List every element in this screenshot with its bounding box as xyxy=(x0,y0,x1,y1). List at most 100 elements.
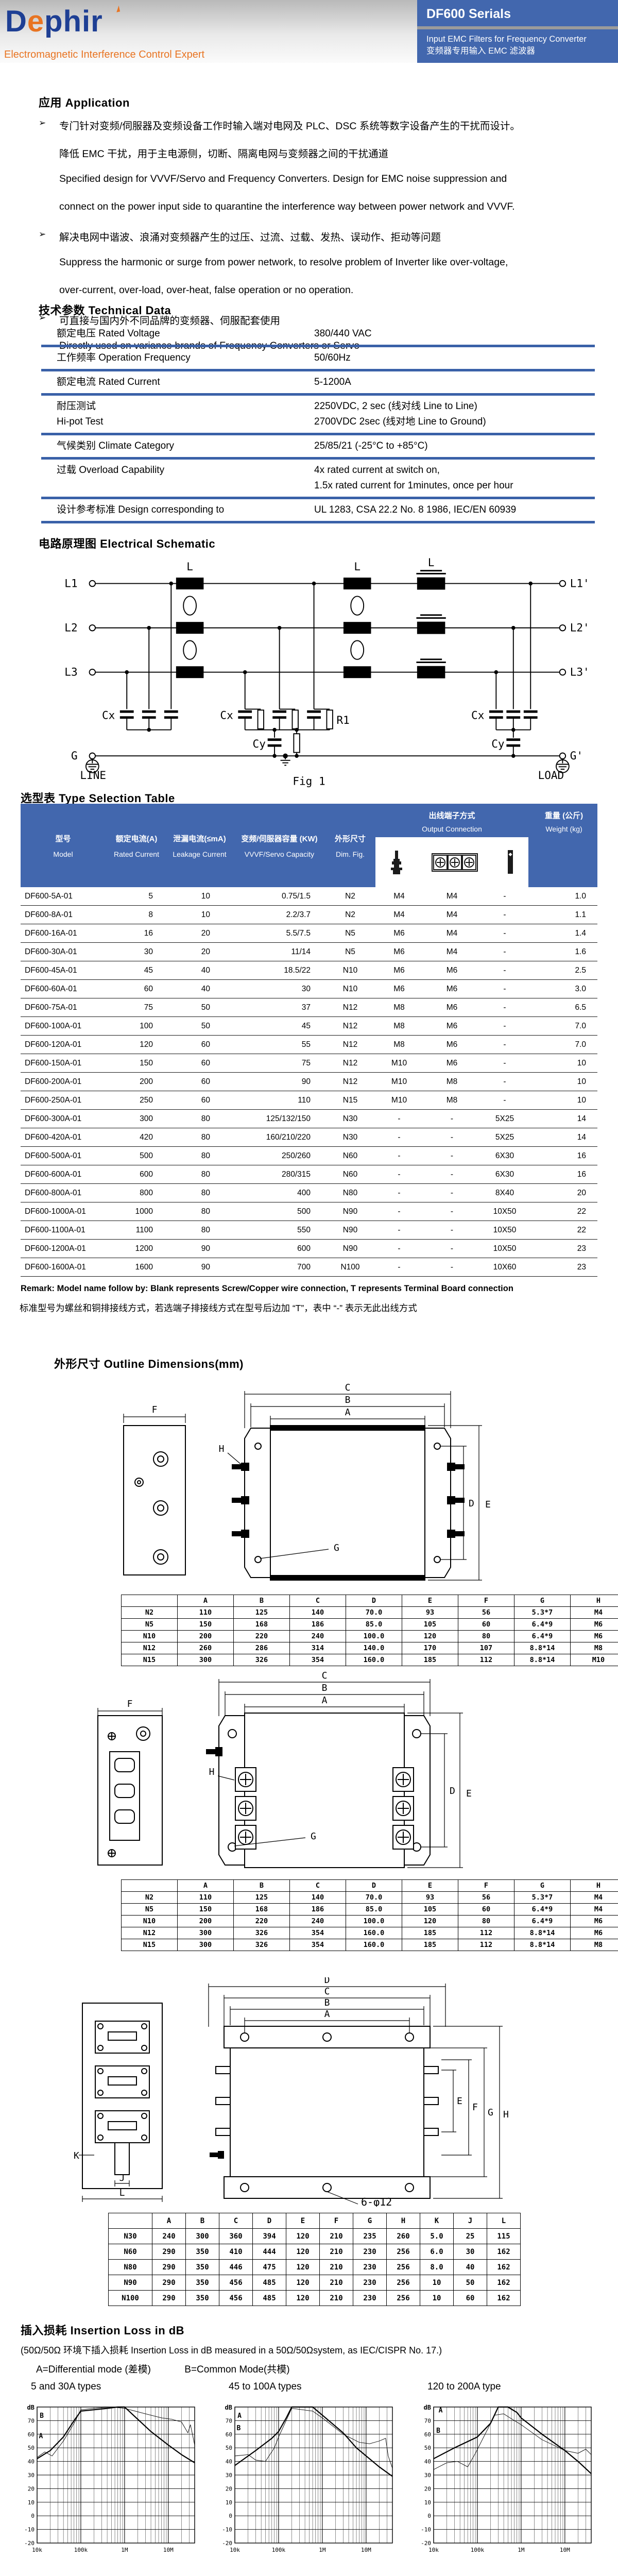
cell: 162 xyxy=(487,2275,521,2291)
cell: M8 xyxy=(570,1939,618,1951)
table-row: DF600-300A-01 300 80 125/132/150 N30 - -… xyxy=(21,1109,597,1128)
cell-oc-3: - xyxy=(479,998,530,1017)
cx-cy-group-middle xyxy=(238,583,333,756)
cell-capacity: 110 xyxy=(232,1091,327,1110)
cell-dim-fig: N2 xyxy=(327,905,373,924)
schematic-labels: L1 L2 L3 G L1' L2' L3' G' L L L Cx Cx Cx… xyxy=(64,556,589,788)
cell-capacity: 550 xyxy=(232,1221,327,1240)
cell: 5.3*7 xyxy=(514,1606,571,1619)
cell: M4 xyxy=(570,1903,618,1916)
col-header: H xyxy=(570,1595,618,1607)
cell: 300 xyxy=(185,2228,219,2244)
app-text: Suppress the harmonic or surge from powe… xyxy=(59,257,508,268)
cell: 105 xyxy=(402,1903,458,1916)
cell-oc-1: - xyxy=(373,1221,425,1240)
cell: 6.4*9 xyxy=(514,1618,571,1631)
cell-oc-2: M4 xyxy=(425,887,479,906)
cell: 8.8*14 xyxy=(514,1939,571,1951)
table-row: DF600-100A-01 100 50 45 N12 M8 M6 - 7.0 xyxy=(21,1016,597,1036)
selection-table: DF600-5A-01 5 10 0.75/1.5 N2 M4 M4 - 1.0… xyxy=(21,887,597,1277)
cell-oc-1: M10 xyxy=(373,1072,425,1091)
app-text: over-current, over-load, over-heat, fals… xyxy=(59,284,354,296)
dim-F-line xyxy=(97,1708,163,1715)
svg-text:1M: 1M xyxy=(121,2547,128,2553)
cell-oc-3: - xyxy=(479,942,530,961)
cell-dim-fig: N90 xyxy=(327,1239,373,1258)
cell: 235 xyxy=(353,2228,387,2244)
svg-text:-10: -10 xyxy=(421,2527,431,2533)
table-row: DF600-150A-01 150 60 75 N12 M10 M6 - 10 xyxy=(21,1054,597,1073)
cell: 140 xyxy=(289,1606,346,1619)
dim-label-C: C xyxy=(324,1986,330,1997)
svg-text:0: 0 xyxy=(427,2513,431,2519)
label-LOAD: LOAD xyxy=(538,769,564,782)
cell-oc-3: - xyxy=(479,905,530,924)
cell-dim-fig: N100 xyxy=(327,1258,373,1277)
col-header xyxy=(121,1879,178,1892)
cell-dim-fig: N15 xyxy=(327,1091,373,1110)
cell-oc-1: - xyxy=(373,1239,425,1258)
terminal-blocks xyxy=(235,1767,414,1850)
cell-oc-3: - xyxy=(479,961,530,980)
cell: 290 xyxy=(152,2244,186,2260)
cell-weight: 1.1 xyxy=(530,905,597,924)
svg-text:10k: 10k xyxy=(230,2547,240,2553)
cell: 120 xyxy=(286,2275,320,2291)
tech-label: 过载 Overload Capability xyxy=(57,465,165,476)
cell: 56 xyxy=(458,1891,514,1904)
svg-text:dB: dB xyxy=(424,2404,431,2411)
svg-text:10k: 10k xyxy=(32,2547,42,2553)
cell-oc-2: M6 xyxy=(425,998,479,1017)
brand-logo: Dephir xyxy=(5,4,103,39)
cell-capacity: 125/132/150 xyxy=(232,1109,327,1128)
table-row: DF600-1200A-01 1200 90 600 N90 - - 10X50… xyxy=(21,1239,597,1258)
cell-dim-fig: N5 xyxy=(327,924,373,943)
cell-rated-current: 800 xyxy=(106,1183,167,1202)
cell-weight: 16 xyxy=(530,1146,597,1165)
cell-capacity: 55 xyxy=(232,1035,327,1054)
busbar-icon xyxy=(507,850,513,874)
cell-model: DF600-500A-01 xyxy=(21,1146,106,1165)
label-L: L xyxy=(186,560,193,573)
cell-capacity: 280/315 xyxy=(232,1165,327,1184)
cell-oc-1: - xyxy=(373,1165,425,1184)
series-title: DF600 Serials xyxy=(426,7,511,21)
table-row: DF600-1100A-01 1100 80 550 N90 - - 10X50… xyxy=(21,1221,597,1240)
cell: N10 xyxy=(121,1630,178,1642)
cell: M6 xyxy=(570,1630,618,1642)
cell-model: DF600-300A-01 xyxy=(21,1109,106,1128)
banner-subtitle: Input EMC Filters for Frequency Converte… xyxy=(417,29,618,57)
cell: 256 xyxy=(386,2290,420,2306)
dim-label-H: H xyxy=(219,1444,225,1454)
table-row: DF600-1600A-01 1600 90 700 N100 - - 10X6… xyxy=(21,1258,597,1277)
cell-leakage-current: 90 xyxy=(167,1239,232,1258)
label-Cx: Cx xyxy=(102,709,115,722)
cell-dim-fig: N30 xyxy=(327,1128,373,1147)
cell: 354 xyxy=(289,1927,346,1939)
cell: 85.0 xyxy=(346,1618,402,1631)
dim-lines xyxy=(217,1679,463,1868)
cell: 350 xyxy=(185,2244,219,2260)
cell: 80 xyxy=(458,1630,514,1642)
app-text: connect on the power input side to quara… xyxy=(59,201,515,212)
insertion-loss-title: 插入损耗 Insertion Loss in dB xyxy=(21,2324,185,2337)
svg-text:B: B xyxy=(237,2425,241,2432)
cell: 446 xyxy=(219,2259,253,2275)
cell: 6.4*9 xyxy=(514,1915,571,1927)
cell-model: DF600-120A-01 xyxy=(21,1035,106,1054)
cell: 125 xyxy=(233,1606,290,1619)
table-row: DF600-45A-01 45 40 18.5/22 N10 M6 M6 - 2… xyxy=(21,961,597,980)
inductor-stage-1 xyxy=(176,578,204,679)
app-text: 专门针对变频/伺服器及变频设备工作时输入端对电网及 PLC、DSC 系统等数字设… xyxy=(59,121,520,132)
cell: 220 xyxy=(233,1915,290,1927)
front-view xyxy=(244,1425,451,1581)
